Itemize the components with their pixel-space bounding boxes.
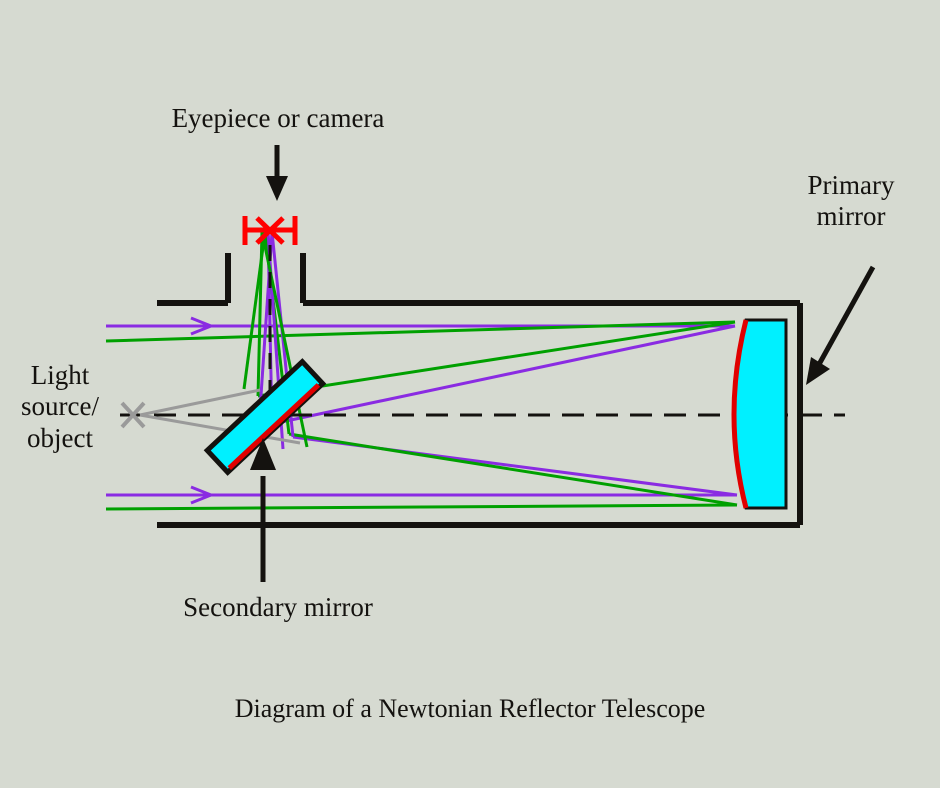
ray-upper-green-incoming: [105, 320, 736, 343]
arrow-eyepiece: [266, 145, 288, 201]
arrow-primary-mirror: [806, 265, 876, 385]
ray-green-beyond-focus-b: [242, 231, 267, 390]
secondary-mirror: [203, 358, 327, 476]
telescope-tube: [157, 253, 803, 528]
ray-arrowhead-lower: [190, 485, 216, 505]
virtual-object-point-marker: [120, 401, 146, 429]
label-eyepiece-or-camera: Eyepiece or camera: [171, 103, 385, 133]
label-light-source-line2: source/: [21, 391, 99, 422]
ray-arrowhead-upper: [190, 316, 216, 336]
focal-plane-marker: [242, 216, 298, 245]
figure-caption: Diagram of a Newtonian Reflector Telesco…: [234, 694, 706, 723]
ray-green-primary-to-secondary-upper: [257, 320, 736, 398]
virtual-ray-upper: [139, 388, 261, 417]
callout-arrows: [250, 145, 876, 582]
arrow-primary-head: [806, 357, 830, 385]
primary-mirror: [731, 318, 788, 510]
secondary-mirror-coating: [227, 383, 321, 470]
arrow-secondary-head: [250, 438, 276, 470]
focal-point-cross: [255, 216, 285, 245]
arrow-eyepiece-head: [266, 176, 288, 201]
label-secondary-mirror: Secondary mirror: [183, 592, 373, 622]
ray-green-primary-to-secondary-lower: [288, 432, 738, 507]
reflected-rays-from-primary: [257, 320, 738, 507]
label-primary-mirror-line2: mirror: [816, 201, 886, 232]
ray-green-beyond-focus-a: [260, 231, 309, 448]
label-light-source-line1: Light: [30, 360, 90, 390]
ray-violet-primary-to-secondary-upper: [271, 324, 736, 426]
label-primary-mirror-line1: Primary: [807, 170, 895, 200]
incoming-rays: [105, 316, 738, 511]
arrow-primary-shaft: [814, 265, 876, 370]
virtual-object-rays: [120, 388, 301, 445]
primary-mirror-coating: [731, 319, 749, 509]
ray-lower-green-incoming: [105, 503, 738, 511]
arrow-secondary-mirror: [250, 438, 276, 582]
label-light-source-line3: object: [27, 422, 93, 453]
virtual-ray-lower: [139, 413, 301, 445]
